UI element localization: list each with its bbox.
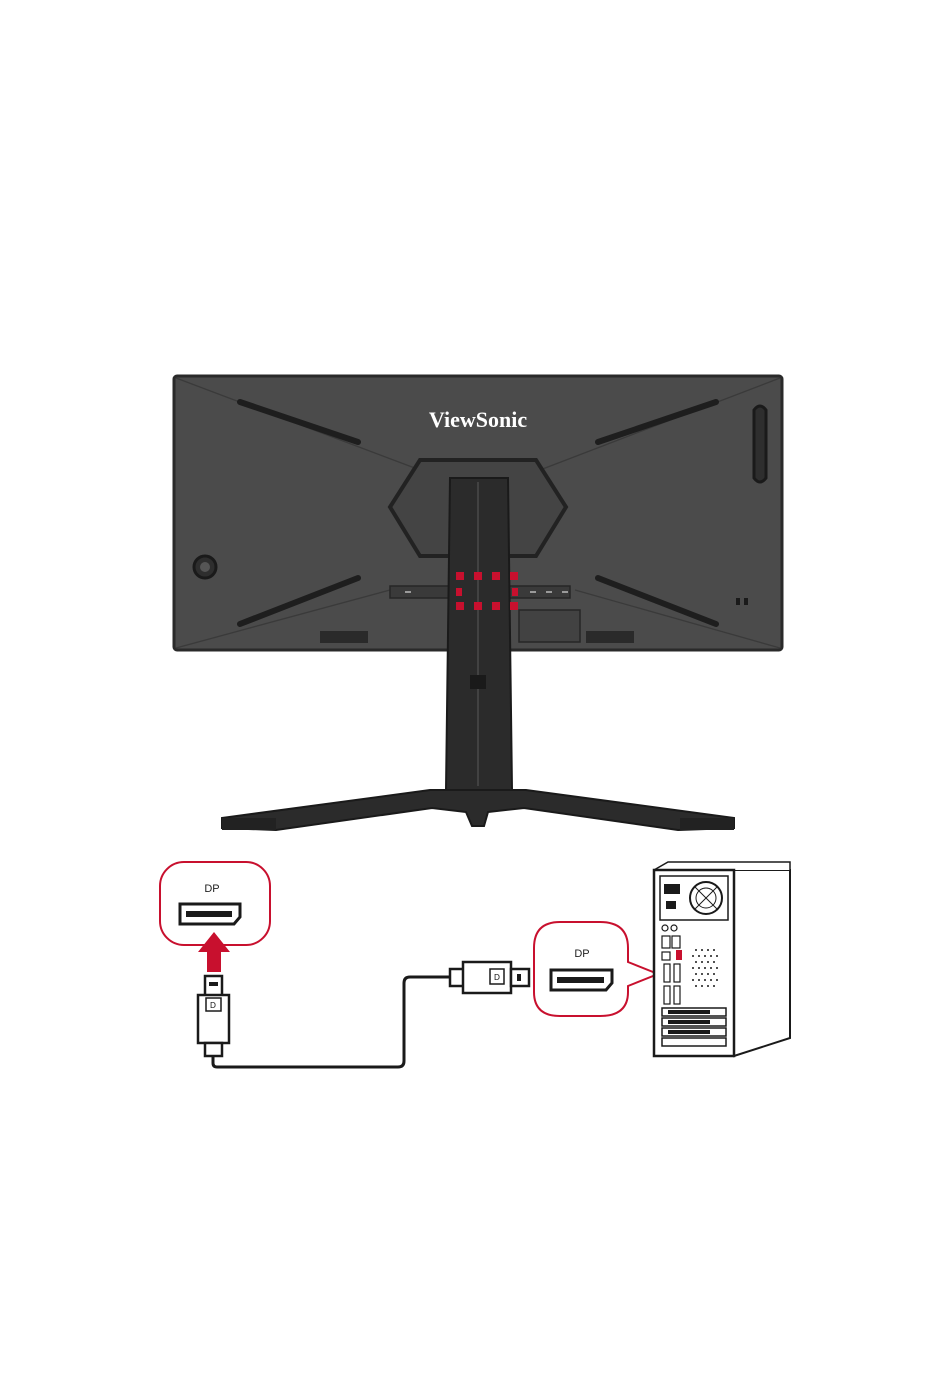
brand-logo: ViewSonic bbox=[429, 407, 527, 432]
monitor-port-callout: DP bbox=[160, 862, 270, 945]
label-area bbox=[519, 610, 580, 642]
displayport-plug-icon: D bbox=[450, 962, 529, 993]
monitor-rear-view: ViewSonic bbox=[174, 376, 782, 830]
bottom-vent-left bbox=[320, 631, 368, 643]
monitor-port-label: DP bbox=[204, 883, 219, 895]
cable-cord bbox=[213, 977, 450, 1067]
cable-hole bbox=[470, 675, 486, 689]
cable-hook bbox=[754, 406, 766, 482]
pc-port-callout: DP bbox=[534, 922, 658, 1016]
desktop-tower-icon bbox=[654, 862, 790, 1056]
stand-base bbox=[222, 790, 734, 830]
lock-slot bbox=[736, 598, 740, 605]
displayport-cable: D D bbox=[198, 962, 529, 1067]
stand-column bbox=[446, 478, 512, 790]
bottom-vent-right bbox=[586, 631, 634, 643]
pc-port-label: DP bbox=[574, 948, 589, 960]
svg-text:D: D bbox=[210, 1001, 216, 1010]
svg-text:D: D bbox=[494, 973, 500, 982]
displayport-plug-icon: D bbox=[198, 976, 229, 1056]
